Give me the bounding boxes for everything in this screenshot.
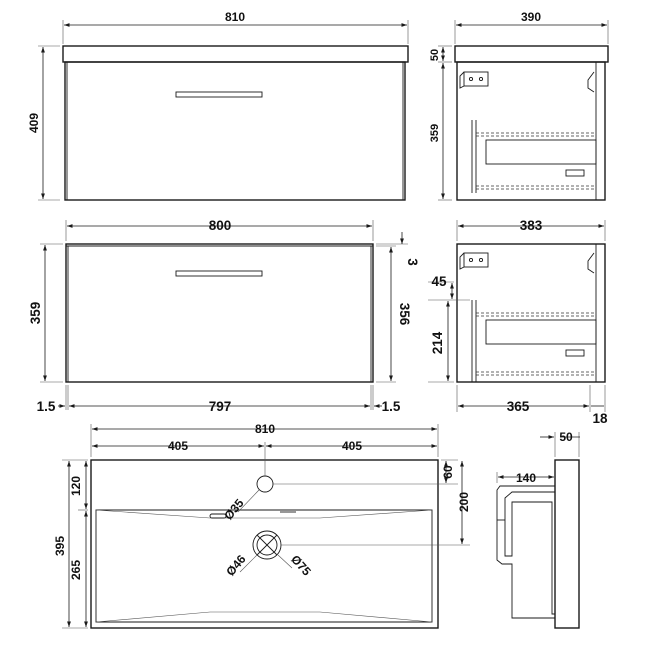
side-depth-label: 390 [521, 10, 541, 24]
cabinet-mid-outline [65, 243, 374, 383]
basin-thickness-label: 50 [559, 430, 573, 444]
basin-depth-label: 395 [53, 536, 67, 556]
inner-width-label: 797 [209, 399, 232, 414]
side-cabinet [456, 61, 606, 201]
basin-width-label: 810 [255, 422, 275, 436]
drawer-box-mid [485, 319, 597, 345]
carcass-height-label: 359 [429, 124, 441, 142]
tap-hole [256, 475, 274, 493]
basin-plan-view: 810 405 405 120 265 395 60 200 Ø35 Ø46 Ø… [53, 422, 471, 629]
side-right-label: 1.5 [382, 399, 401, 414]
front-width-label: 810 [225, 10, 245, 24]
top-thickness-label: 50 [429, 49, 441, 61]
drawer-handle [175, 91, 263, 98]
basin-bowl-depth-label: 140 [516, 471, 536, 485]
front-height-label: 409 [27, 113, 41, 133]
tap-from-back-label: 60 [441, 465, 455, 479]
bowl-depth-label: 265 [69, 560, 83, 580]
basin-half-left-label: 405 [168, 439, 188, 453]
tap-offset-label: 120 [69, 476, 83, 496]
waste-outer-diameter-label: Ø75 [288, 552, 314, 578]
basin-side-view: 50 140 [496, 430, 580, 629]
inner-depth-label: 365 [507, 399, 530, 414]
mid-width-label: 800 [209, 218, 232, 233]
basin-half-right-label: 405 [342, 439, 362, 453]
tap-hole-diameter-label: Ø35 [221, 496, 247, 523]
side-mid-depth-label: 383 [520, 218, 543, 233]
mid-height-left-label: 359 [28, 302, 43, 325]
side-view-mid: 383 45 214 365 18 [428, 218, 608, 426]
front-view-mid: 800 359 356 3 797 1.5 1.5 [28, 218, 420, 414]
gap-label: 45 [431, 274, 447, 289]
side-worktop [454, 45, 609, 63]
drawer-handle-mid [175, 270, 263, 277]
back-offset-label: 18 [592, 411, 608, 426]
side-left-label: 1.5 [37, 399, 56, 414]
basin-outline [90, 459, 439, 629]
cabinet-outline [64, 61, 406, 201]
drawer-box [485, 139, 597, 165]
front-view-top: 810 409 [27, 10, 409, 201]
overflow-slot [209, 513, 227, 519]
wall-bracket-mid [463, 252, 489, 268]
waste-inner [256, 534, 278, 556]
top-offset-label: 3 [405, 258, 420, 266]
bowl-outline [95, 509, 433, 623]
drawer-height-label: 214 [430, 331, 445, 354]
waste-inner-diameter-label: Ø46 [223, 552, 249, 579]
basin-side-wall [554, 459, 580, 629]
worktop-outline [62, 45, 409, 63]
side-view-top: 390 50 359 [429, 10, 609, 201]
mid-height-right-label: 356 [397, 303, 412, 326]
bowl-profile [496, 485, 555, 619]
wall-bracket [463, 71, 489, 87]
waste-from-back-label: 200 [457, 492, 471, 512]
